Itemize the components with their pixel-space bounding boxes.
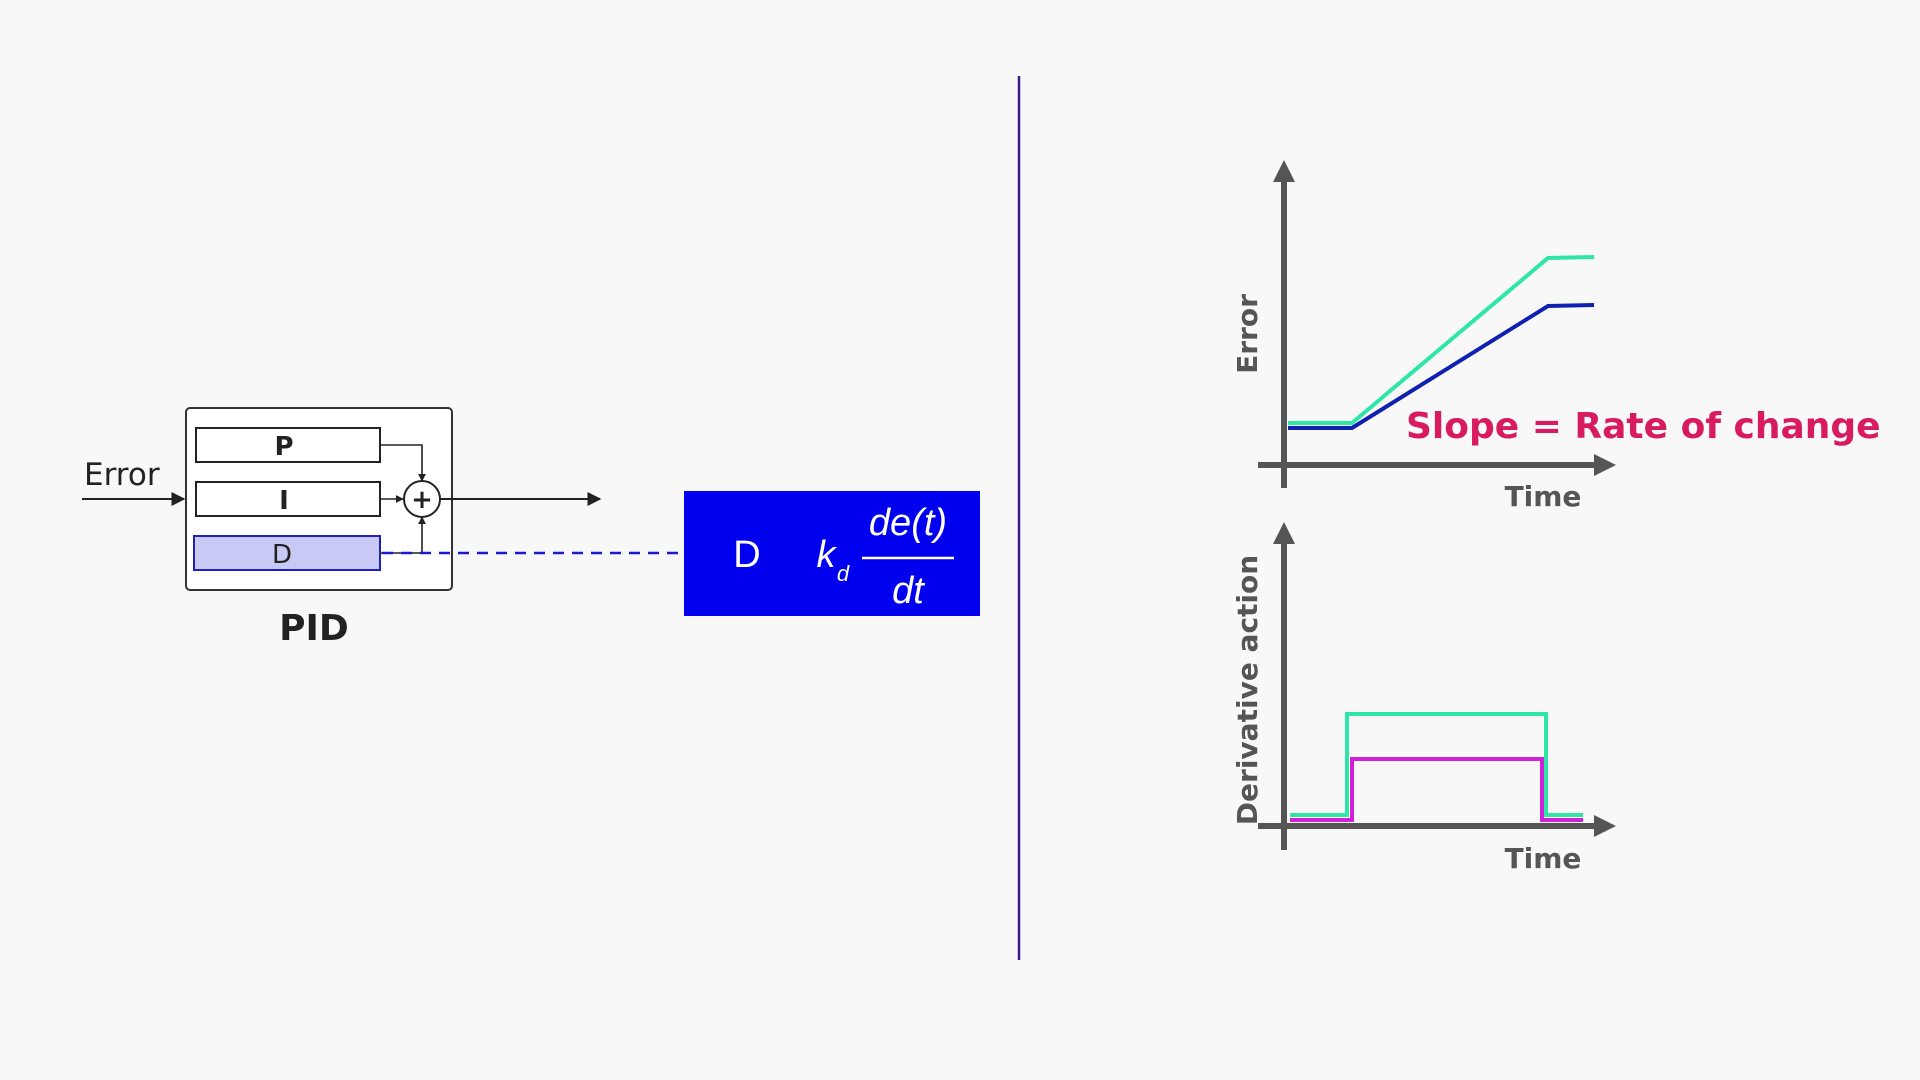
derivative-block-label: D [733,534,760,576]
error-input-label: Error [84,457,160,493]
i-block-label: I [279,486,289,516]
error-chart-xlabel: Time [1505,480,1582,513]
derivative-chart-xlabel: Time [1505,842,1582,875]
derivative-block-bg [684,491,980,616]
error-chart-x-arrowhead [1594,454,1616,476]
d-block [193,535,381,571]
fraction-denominator: dt [892,570,925,612]
derivative-chart-ylabel: Derivative action [1231,555,1264,825]
p-to-sum-line [380,444,426,482]
i-block [195,481,381,517]
derivative-formula-block: D k d de(t) dt [684,491,980,616]
derivative-series-magenta [1290,757,1583,822]
error-series-teal [1288,255,1595,425]
error-series-blue [1288,303,1595,430]
derivative-chart-y-arrowhead [1273,522,1295,544]
derivative-chart: Derivative action Time [1231,522,1616,875]
pid-diagram: Error P I D + PID [82,407,602,649]
pid-caption: PID [279,608,349,649]
fraction-numerator: de(t) [869,502,947,544]
p-block-label: P [274,432,293,462]
sum-symbol: + [411,485,433,515]
derivative-series-teal [1290,712,1583,817]
gain-symbol: k [817,534,838,576]
error-chart: Error Time Slope = Rate of change [1231,160,1881,513]
error-chart-y-arrowhead [1273,160,1295,182]
error-chart-ylabel: Error [1231,294,1264,374]
slope-annotation: Slope = Rate of change [1406,406,1881,447]
gain-subscript: d [837,561,850,586]
d-block-label: D [272,540,292,570]
p-block [195,427,381,463]
derivative-chart-x-arrowhead [1594,815,1616,837]
